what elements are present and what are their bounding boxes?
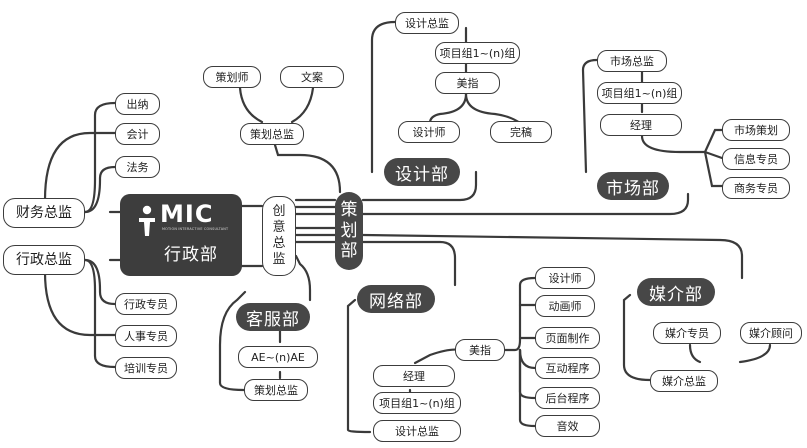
network-animator-node: 动画师 <box>535 295 595 317</box>
planning-dept-char: 划 <box>340 220 358 241</box>
finance-director-node: 财务总监 <box>3 198 85 228</box>
marketing-planning-node: 市场策划 <box>722 119 790 141</box>
creative-director-char: 监 <box>272 252 286 268</box>
hr-specialist-node: 人事专员 <box>115 325 177 347</box>
network-art-director-node: 美指 <box>455 339 505 361</box>
marketing-manager-node: 经理 <box>600 114 682 136</box>
design-designer-node: 设计师 <box>398 121 460 143</box>
copywriter-node: 文案 <box>280 66 344 88</box>
network-team-node: 项目组1~(n)组 <box>373 392 461 414</box>
cashier-node: 出纳 <box>115 93 160 115</box>
marketing-dept-node: 市场部 <box>597 172 669 200</box>
network-backend-program-node: 后台程序 <box>535 387 600 409</box>
center-admin-block: MIC MOTION INTERACTIVE CONSULTANT 行政部 <box>120 194 242 276</box>
media-dept-node: 媒介部 <box>637 278 715 306</box>
design-director-node: 设计总监 <box>395 12 459 34</box>
network-designer-node: 设计师 <box>535 267 595 289</box>
network-design-director-node: 设计总监 <box>373 420 461 442</box>
planning-dept-node: 策 划 部 <box>335 192 363 270</box>
design-art-director-node: 美指 <box>435 72 500 94</box>
design-dept-node: 设计部 <box>384 158 460 186</box>
network-manager-node: 经理 <box>373 365 455 387</box>
network-sound-node: 音效 <box>535 415 600 437</box>
logo-text: MIC <box>160 200 214 228</box>
accountant-node: 会计 <box>115 123 160 145</box>
network-dept-node: 网络部 <box>357 285 435 313</box>
planning-director-node: 策划总监 <box>240 123 304 145</box>
creative-director-char: 意 <box>272 219 286 235</box>
training-specialist-node: 培训专员 <box>115 357 177 379</box>
media-consultant-node: 媒介顾问 <box>740 322 802 344</box>
creative-director-char: 创 <box>272 203 286 219</box>
marketing-director-node: 市场总监 <box>597 50 667 72</box>
admin-director-node: 行政总监 <box>3 245 85 275</box>
creative-director-node: 创 意 总 监 <box>262 196 296 276</box>
design-team-node: 项目组1~(n)组 <box>435 42 520 64</box>
media-director-node: 媒介总监 <box>650 370 718 392</box>
creative-director-char: 总 <box>272 236 286 251</box>
logo-mark-icon <box>139 205 155 236</box>
ae-node: AE~(n)AE <box>238 346 318 368</box>
admin-specialist-node: 行政专员 <box>115 293 177 315</box>
center-label: 行政部 <box>164 245 218 265</box>
customer-planning-director-node: 策划总监 <box>244 379 308 401</box>
business-specialist-node: 商务专员 <box>722 177 790 199</box>
logo-subtitle: MOTION INTERACTIVE CONSULTANT <box>162 227 229 231</box>
marketing-team-node: 项目组1~(n)组 <box>597 82 682 104</box>
legal-node: 法务 <box>115 156 160 178</box>
planning-dept-char: 策 <box>340 200 358 221</box>
customer-service-dept-node: 客服部 <box>236 303 310 331</box>
network-interactive-program-node: 互动程序 <box>535 357 600 379</box>
info-specialist-node: 信息专员 <box>722 148 790 170</box>
planner-node: 策划师 <box>203 66 261 88</box>
design-finisher-node: 完稿 <box>490 121 552 143</box>
planning-dept-char: 部 <box>340 241 358 262</box>
network-page-production-node: 页面制作 <box>535 327 600 349</box>
media-specialist-node: 媒介专员 <box>653 322 721 344</box>
